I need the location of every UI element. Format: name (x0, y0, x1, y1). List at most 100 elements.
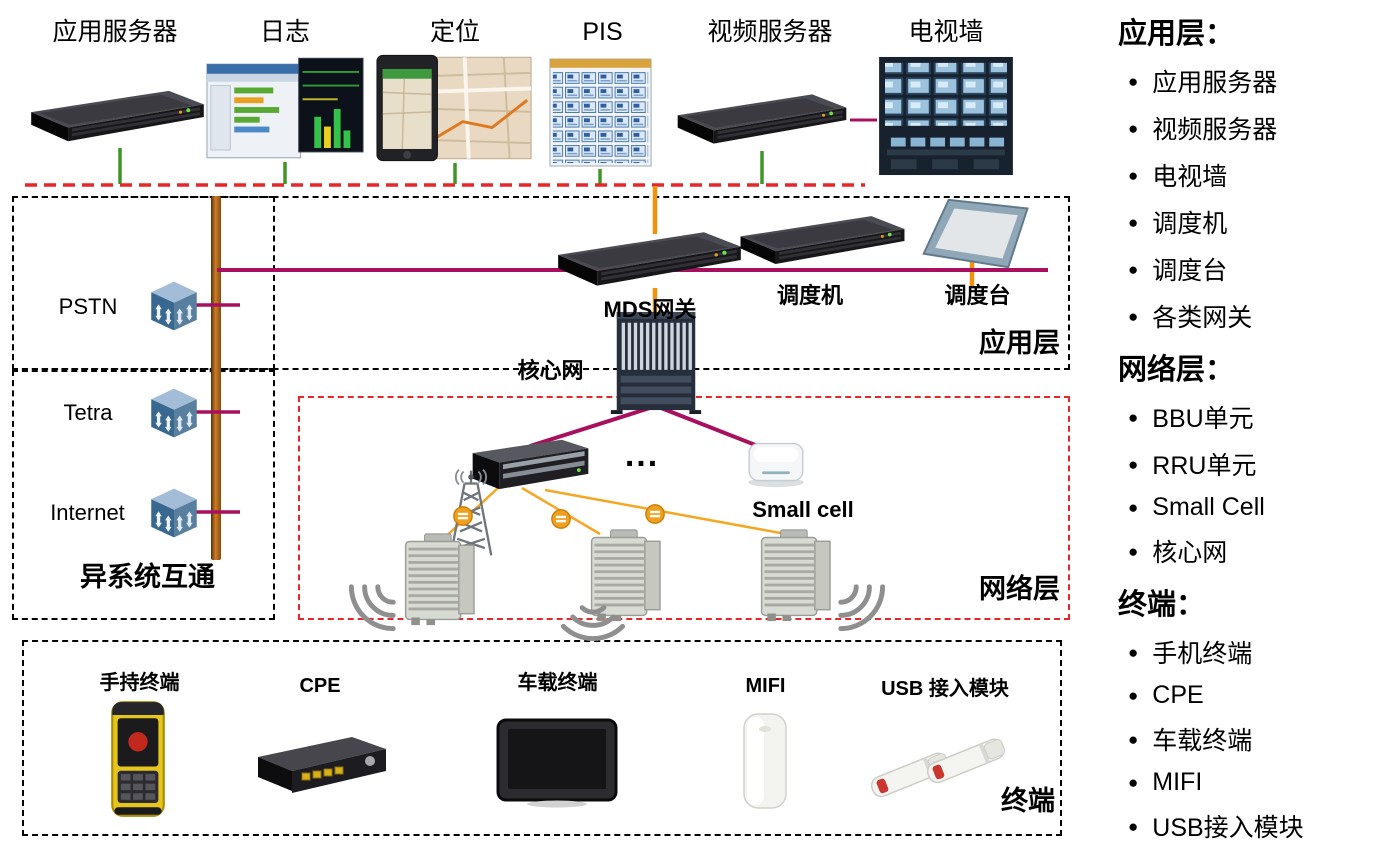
handheld-terminal-label: 手持终端 (99, 672, 180, 694)
pstn-label: PSTN (58, 294, 118, 319)
tv-wall-icon (879, 56, 1013, 176)
bullet-icon: ● (1128, 642, 1139, 662)
core-network-label: 核心网 (517, 358, 584, 383)
legend-item-label: RRU单元 (1152, 452, 1257, 480)
log-screenshot-icon (205, 57, 365, 159)
positioning-screenshot-icon (375, 53, 534, 163)
legend-item: ● 车载终端 (1128, 721, 1370, 757)
tetra-switch-icon (151, 388, 197, 438)
legend-title-application: 应用层： (1118, 18, 1235, 50)
label-tv-wall: 电视墙 (908, 18, 984, 46)
legend-item-label: MIFI (1152, 768, 1203, 796)
small-cell-icon (747, 442, 805, 488)
label-positioning: 定位 (429, 18, 480, 46)
pstn-box (12, 196, 275, 370)
core-network-icon (610, 311, 702, 414)
legend-item: ●Small Cell (1128, 493, 1370, 522)
legend-item-label: 各类网关 (1152, 304, 1253, 332)
link-badge-icon (453, 506, 473, 526)
bullet-icon: ● (1128, 165, 1139, 185)
application-layer-label: 应用层 (979, 328, 1060, 358)
bullet-icon: ● (1128, 259, 1139, 279)
internet-switch-icon (151, 488, 197, 538)
legend-item-label: BBU单元 (1152, 405, 1254, 433)
bullet-icon: ● (1128, 212, 1139, 232)
legend-item-label: 应用服务器 (1152, 69, 1278, 97)
vehicle-terminal-icon (496, 718, 618, 808)
legend-item-label: CPE (1152, 681, 1204, 709)
interconnect-bus-bar (211, 196, 221, 560)
interop-label: 异系统互通 (80, 562, 215, 592)
legend-item-label: 视频服务器 (1152, 116, 1278, 144)
legend-title-terminal: 终端： (1118, 589, 1206, 621)
bullet-icon: ● (1128, 541, 1139, 561)
bullet-icon: ● (1128, 118, 1139, 138)
bullet-icon: ● (1128, 773, 1139, 792)
signal-arcs-icon (832, 578, 898, 644)
video-server-icon (677, 94, 847, 144)
label-log: 日志 (259, 18, 310, 46)
legend-item-label: 电视墙 (1152, 163, 1228, 191)
bullet-icon: ● (1128, 686, 1139, 705)
small-cell-label: Small cell (752, 497, 854, 522)
usb-module-label: USB 接入模块 (881, 678, 1009, 700)
legend-item-label: 调度台 (1152, 257, 1228, 285)
tetra-label: Tetra (63, 400, 113, 425)
mifi-label: MIFI (745, 675, 786, 697)
label-video-server: 视频服务器 (707, 18, 833, 46)
application-server-icon (31, 90, 204, 142)
interop-box (12, 370, 275, 620)
legend-item: ● 各类网关 (1128, 298, 1370, 334)
network-layer-label: 网络层 (979, 574, 1060, 604)
internet-label: Internet (50, 500, 125, 525)
cpe-icon (257, 736, 387, 794)
legend-item: ● 电视墙 (1128, 157, 1370, 193)
legend-item-label: Small Cell (1152, 493, 1265, 521)
bullet-icon: ● (1128, 71, 1139, 91)
label-app-server: 应用服务器 (52, 18, 178, 46)
legend-item-label: 手机终端 (1152, 640, 1253, 668)
ellipsis-label: ... (624, 436, 660, 474)
cpe-label: CPE (299, 675, 341, 697)
dispatch-console-label: 调度台 (944, 283, 1011, 308)
legend-item: ● CPE (1128, 681, 1370, 710)
dispatcher-icon (740, 216, 905, 265)
mds-gateway-icon (558, 232, 741, 286)
legend-item-label: 核心网 (1152, 539, 1228, 567)
bullet-icon: ● (1128, 306, 1139, 326)
vehicle-terminal-label: 车载终端 (517, 672, 598, 694)
bullet-icon: ● (1128, 407, 1139, 427)
legend-item: ● 视频服务器 (1128, 110, 1370, 146)
dispatcher-label: 调度机 (776, 283, 843, 308)
legend-panel: 应用层： ●应用服务器 ●视频服务器 ●电视墙 ●调度机 ●调度台 ●各类网关 … (1118, 10, 1370, 847)
legend-item: ● RRU单元 (1128, 446, 1370, 482)
rru-icon (760, 528, 832, 623)
legend-item: ● MIFI (1128, 768, 1370, 797)
legend-item-label: USB接入模块 (1152, 814, 1304, 842)
legend-item: ● 应用服务器 (1128, 63, 1370, 99)
dispatch-console-icon (922, 198, 1029, 269)
terminal-layer-box (22, 640, 1062, 836)
legend-item: ●USB接入模块 (1128, 808, 1370, 844)
legend-item: ● 核心网 (1128, 533, 1370, 569)
signal-arcs-icon (336, 578, 402, 644)
terminal-layer-label: 终端 (1001, 786, 1055, 816)
legend-title-network: 网络层： (1118, 354, 1235, 386)
legend-item: ● 手机终端 (1128, 634, 1370, 670)
pstn-switch-icon (151, 281, 197, 331)
link-badge-icon (551, 509, 571, 529)
legend-item-label: 车载终端 (1152, 727, 1253, 755)
bullet-icon: ● (1128, 454, 1139, 474)
pis-screenshot-icon (549, 58, 652, 167)
handheld-terminal-icon (111, 701, 165, 817)
bullet-icon: ● (1128, 729, 1139, 749)
rru-icon (404, 532, 476, 627)
legend-item-label: 调度机 (1152, 210, 1228, 238)
mifi-icon (743, 713, 787, 809)
legend-item: ● BBU单元 (1128, 399, 1370, 435)
mds-gateway-label: MDS网关 (603, 297, 697, 322)
link-badge-icon (645, 504, 665, 524)
label-pis: PIS (582, 18, 623, 46)
legend-item: ● 调度机 (1128, 204, 1370, 240)
